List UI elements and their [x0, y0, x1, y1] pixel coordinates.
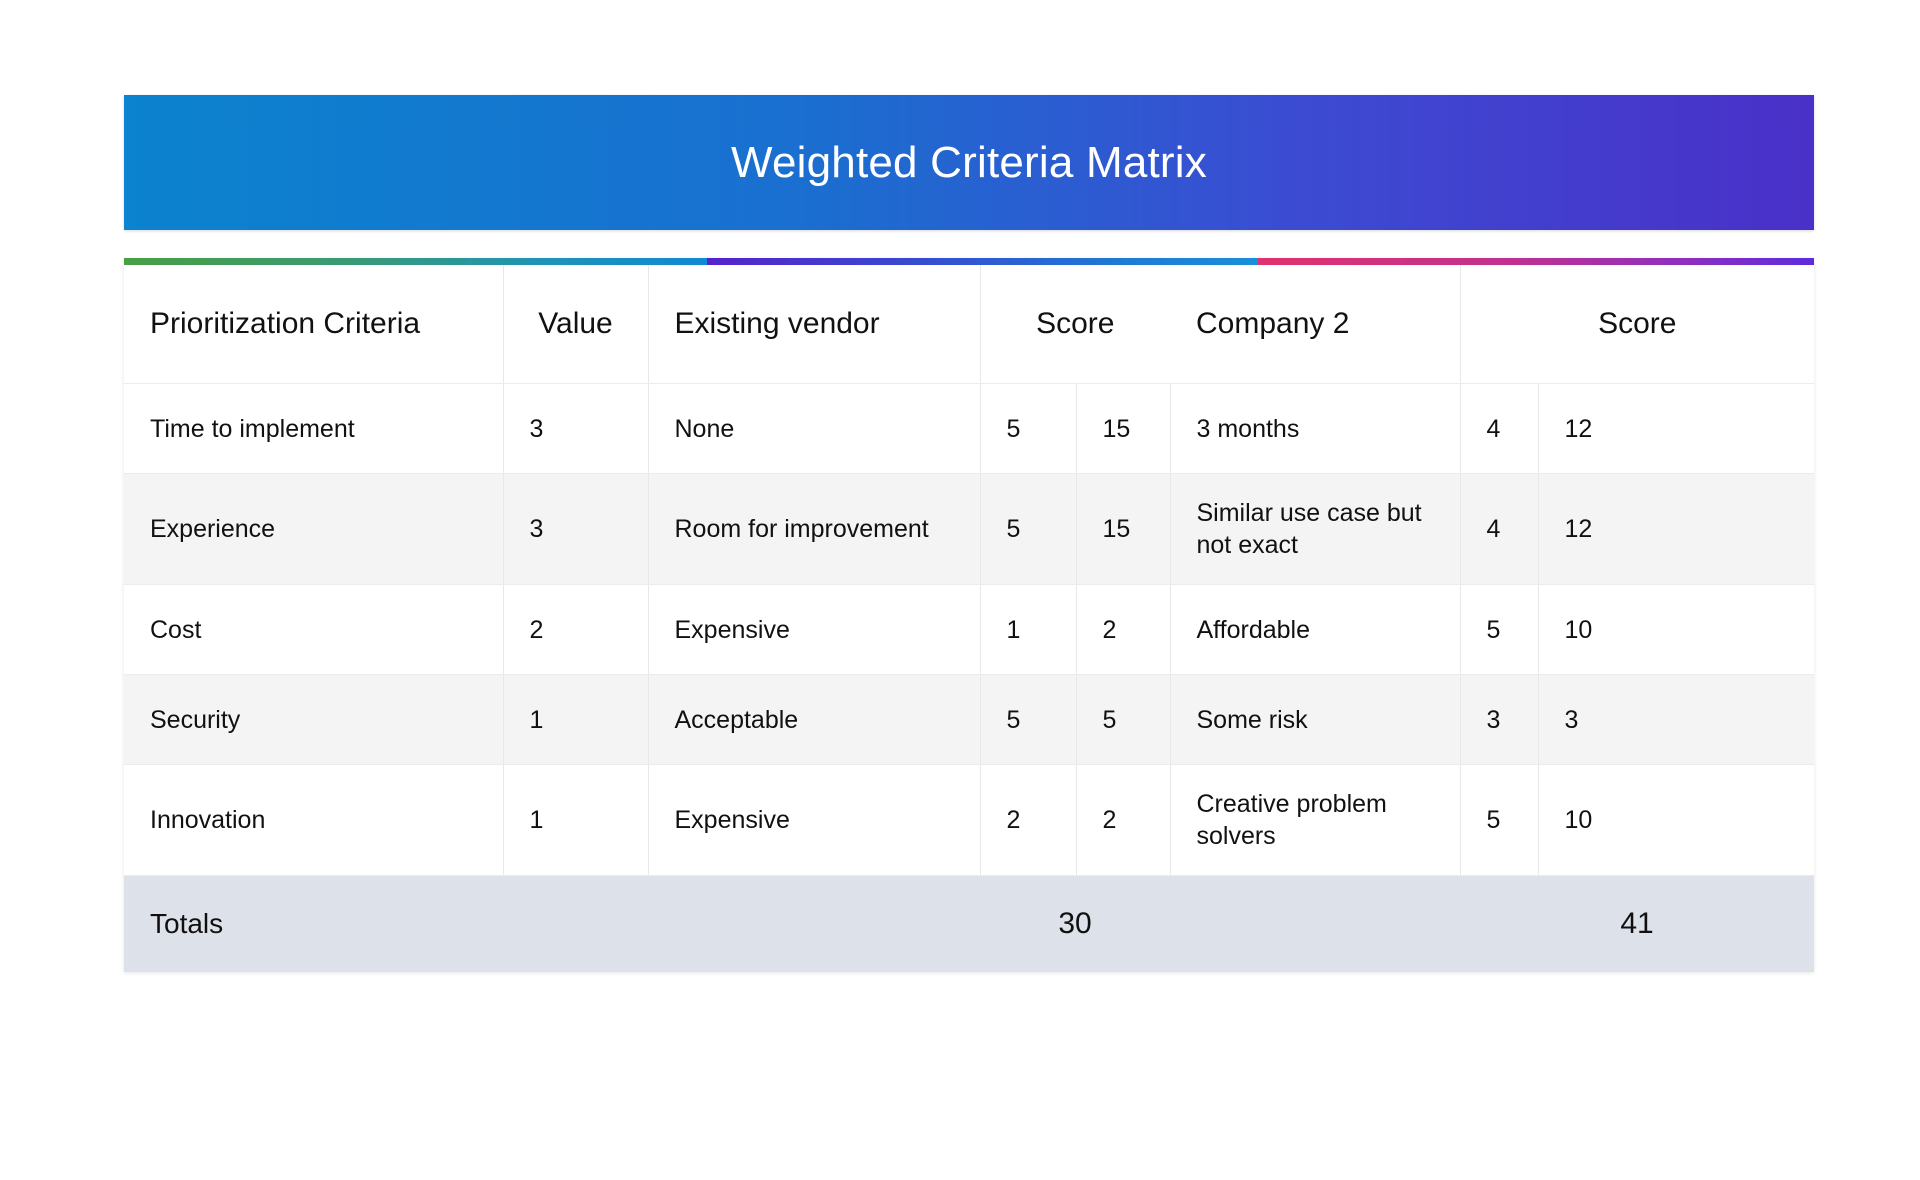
- cell-score-raw-existing-vendor: 5: [980, 674, 1077, 765]
- cell-criteria: Experience: [124, 473, 504, 585]
- cell-score-weighted-company-2: 10: [1538, 764, 1814, 876]
- cell-criteria: Cost: [124, 584, 504, 675]
- totals-spacer-value: [503, 875, 648, 972]
- header-row: Prioritization Criteria Value Existing v…: [124, 265, 1814, 384]
- cell-score-weighted-company-2: 10: [1538, 584, 1814, 675]
- cell-score-weighted-existing-vendor: 15: [1076, 473, 1171, 585]
- cell-company-2: Affordable: [1170, 584, 1461, 675]
- cell-score-weighted-existing-vendor: 2: [1076, 584, 1171, 675]
- cell-score-raw-company-2: 5: [1460, 764, 1539, 876]
- cell-existing-vendor: Room for improvement: [648, 473, 981, 585]
- table-row: Security 1 Acceptable 5 5 Some risk 3 3: [124, 674, 1814, 765]
- cell-score-weighted-existing-vendor: 15: [1076, 383, 1171, 474]
- table-body: Time to implement 3 None 5 15 3 months 4…: [124, 383, 1814, 972]
- cell-criteria: Innovation: [124, 764, 504, 876]
- page-title: Weighted Criteria Matrix: [731, 137, 1207, 187]
- cell-value: 1: [503, 764, 649, 876]
- cell-value: 3: [503, 383, 649, 474]
- cell-existing-vendor: Expensive: [648, 584, 981, 675]
- cell-score-raw-existing-vendor: 1: [980, 584, 1077, 675]
- cell-score-raw-company-2: 3: [1460, 674, 1539, 765]
- cell-score-raw-company-2: 4: [1460, 383, 1539, 474]
- cell-criteria: Security: [124, 674, 504, 765]
- column-header-criteria: Prioritization Criteria: [124, 265, 504, 384]
- cell-value: 2: [503, 584, 649, 675]
- cell-score-raw-existing-vendor: 5: [980, 473, 1077, 585]
- cell-score-weighted-existing-vendor: 2: [1076, 764, 1171, 876]
- cell-company-2: 3 months: [1170, 383, 1461, 474]
- totals-row: Totals 30 41: [124, 875, 1814, 972]
- cell-score-weighted-existing-vendor: 5: [1076, 674, 1171, 765]
- cell-score-raw-existing-vendor: 2: [980, 764, 1077, 876]
- totals-company-2: 41: [1460, 875, 1814, 972]
- column-header-company-2: Company 2: [1170, 265, 1461, 384]
- cell-existing-vendor: Acceptable: [648, 674, 981, 765]
- cell-score-raw-existing-vendor: 5: [980, 383, 1077, 474]
- totals-existing-vendor: 30: [980, 875, 1170, 972]
- accent-segment-green-to-blue: [124, 258, 708, 265]
- cell-company-2: Creative problem solvers: [1170, 764, 1461, 876]
- accent-segment-purple-to-blue: [707, 258, 1258, 265]
- cell-score-raw-company-2: 4: [1460, 473, 1539, 585]
- cell-existing-vendor: None: [648, 383, 981, 474]
- cell-value: 3: [503, 473, 649, 585]
- table-row: Experience 3 Room for improvement 5 15 S…: [124, 473, 1814, 585]
- column-header-score-existing-vendor: Score: [980, 265, 1170, 384]
- totals-spacer-existing-vendor: [648, 875, 980, 972]
- cell-criteria: Time to implement: [124, 383, 504, 474]
- column-header-existing-vendor: Existing vendor: [648, 265, 981, 384]
- totals-label: Totals: [124, 875, 503, 972]
- cell-company-2: Some risk: [1170, 674, 1461, 765]
- cell-score-weighted-company-2: 12: [1538, 473, 1814, 585]
- totals-spacer-company-2: [1170, 875, 1460, 972]
- cell-value: 1: [503, 674, 649, 765]
- weighted-criteria-table: Prioritization Criteria Value Existing v…: [124, 265, 1814, 972]
- table-row: Time to implement 3 None 5 15 3 months 4…: [124, 383, 1814, 474]
- cell-score-weighted-company-2: 3: [1538, 674, 1814, 765]
- cell-existing-vendor: Expensive: [648, 764, 981, 876]
- title-banner: Weighted Criteria Matrix: [124, 95, 1814, 230]
- matrix-table-container: Prioritization Criteria Value Existing v…: [124, 258, 1814, 972]
- cell-company-2: Similar use case but not exact: [1170, 473, 1461, 585]
- table-row: Cost 2 Expensive 1 2 Affordable 5 10: [124, 584, 1814, 675]
- accent-stripe: [124, 258, 1814, 265]
- accent-segment-pink-to-purple: [1257, 258, 1814, 265]
- column-header-score-company-2: Score: [1460, 265, 1814, 384]
- table-row: Innovation 1 Expensive 2 2 Creative prob…: [124, 764, 1814, 876]
- column-header-value: Value: [503, 265, 649, 384]
- table-header: Prioritization Criteria Value Existing v…: [124, 265, 1814, 384]
- cell-score-weighted-company-2: 12: [1538, 383, 1814, 474]
- cell-score-raw-company-2: 5: [1460, 584, 1539, 675]
